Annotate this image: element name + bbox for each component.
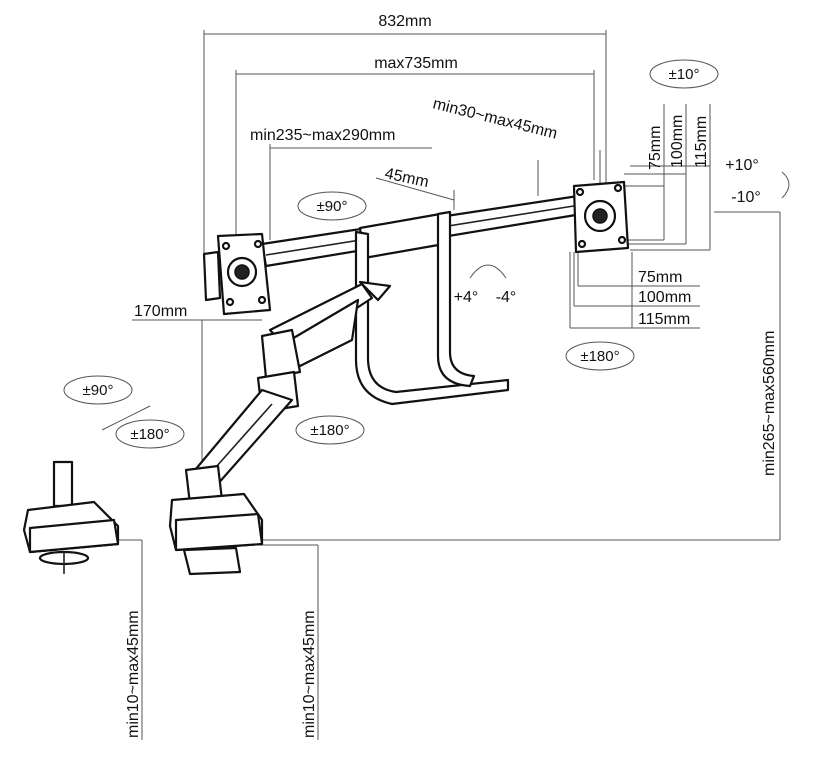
- label-pole-height: 170mm: [134, 303, 187, 320]
- label-tilt-top: ±10°: [669, 66, 700, 83]
- label-height-range: min265~max560mm: [761, 331, 778, 476]
- dimension-lines: [92, 30, 781, 740]
- label-clamp-thickness-2: min10~max45mm: [301, 610, 318, 738]
- label-swivel-right-head: ±180°: [580, 348, 619, 365]
- label-vesa-h115: 115mm: [693, 116, 710, 168]
- label-pivot-left: +4°: [454, 289, 479, 306]
- label-monitor-offset: min235~max290mm: [250, 127, 395, 144]
- label-vesa-h100: 100mm: [669, 115, 686, 168]
- label-base-rotate-90: ±90°: [83, 382, 114, 399]
- label-pivot-right: -4°: [496, 289, 517, 306]
- monitor-arm-drawing: [22, 180, 630, 576]
- label-vesa-h75: 75mm: [647, 126, 664, 170]
- label-max-span: max735mm: [374, 55, 458, 72]
- rotation-indicators: [63, 59, 790, 449]
- rotation-labels: ±10° +10° -10° ±90° +4° -4° ±180° ±90° ±…: [83, 66, 761, 443]
- label-clamp-thickness-1: min10~max45mm: [125, 610, 142, 738]
- label-vesa-v75: 75mm: [638, 269, 682, 286]
- label-tilt-up: +10°: [725, 157, 759, 174]
- label-rotate-left-head: ±90°: [317, 198, 348, 215]
- label-vesa-spacing: 45mm: [383, 165, 430, 191]
- label-bar-offset: min30~max45mm: [431, 95, 559, 142]
- label-vesa-v100: 100mm: [638, 289, 691, 306]
- label-arm-rotate-180: ±180°: [310, 422, 349, 439]
- label-base-rotate-180: ±180°: [130, 426, 169, 443]
- label-vesa-v115: 115mm: [638, 311, 690, 328]
- label-overall-width: 832mm: [378, 13, 431, 30]
- label-tilt-down: -10°: [731, 189, 761, 206]
